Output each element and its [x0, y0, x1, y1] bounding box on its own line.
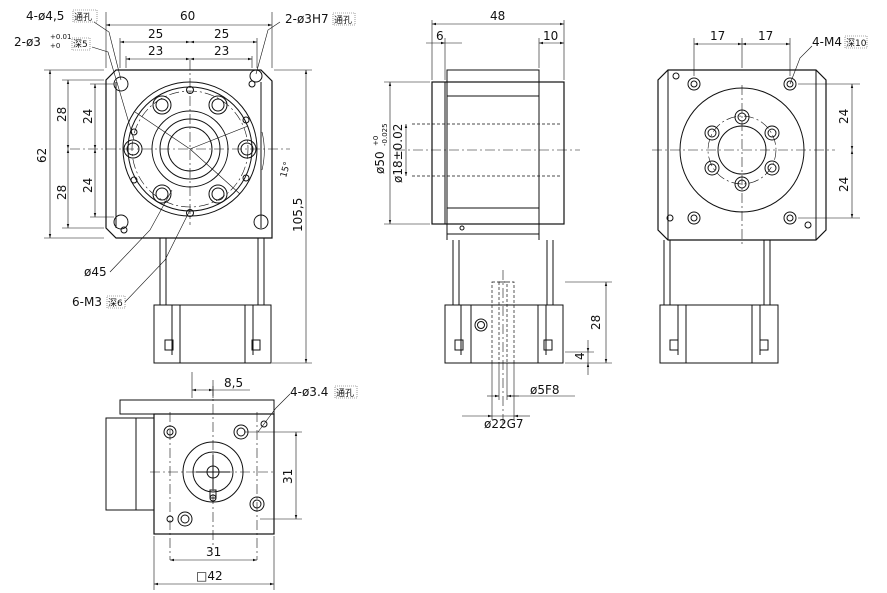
- callout-4-holes-suffix: 通孔: [74, 12, 92, 23]
- dim-dia-18: ø18±0.02: [391, 124, 405, 183]
- dim-24-rear-upper: 24: [837, 109, 851, 124]
- dim-dia-50-tol-bottom: -0.025: [381, 123, 389, 146]
- dim-28-upper: 28: [55, 107, 69, 122]
- callout-4-holes-3-4-suffix: 通孔: [336, 388, 354, 399]
- dim-48: 48: [490, 9, 505, 23]
- dim-60: 60: [180, 9, 195, 23]
- front-view-labels: 60 25 25 23 23 62 28 28 24 24 105,5 15° …: [14, 9, 356, 309]
- callout-pcd-45: ø45: [84, 265, 107, 279]
- dim-31-horizontal: 31: [206, 545, 221, 559]
- callout-m4-suffix: 深10: [846, 38, 867, 49]
- dim-25-left: 25: [148, 27, 163, 41]
- side-view-labels: 48 6 10 ø50 +0 -0.025 ø18±0.02 28 4 ø5F8…: [372, 9, 603, 431]
- dim-17-left: 17: [710, 29, 725, 43]
- dim-24-lower: 24: [81, 178, 95, 193]
- dim-6: 6: [436, 29, 444, 43]
- callout-pin-tol-bottom: +0: [50, 42, 60, 50]
- dim-25-right: 25: [214, 27, 229, 41]
- dim-dia-50-tol-top: +0: [372, 136, 380, 146]
- rear-view-labels: 17 17 4-M4 深10 24 24: [710, 29, 868, 192]
- callout-m3: 6-M3: [72, 295, 102, 309]
- dim-angle-15: 15°: [279, 161, 293, 179]
- dim-62: 62: [35, 148, 49, 163]
- rear-view: [652, 38, 860, 364]
- dim-31-vertical: 31: [281, 469, 295, 484]
- callout-m4: 4-M4: [812, 35, 842, 49]
- dim-28-shaft: 28: [589, 315, 603, 330]
- callout-pin: 2-ø3: [14, 35, 41, 49]
- dim-4: 4: [573, 352, 587, 360]
- dim-28-lower: 28: [55, 185, 69, 200]
- bottom-view: [105, 372, 302, 590]
- dim-17-right: 17: [758, 29, 773, 43]
- dim-10: 10: [543, 29, 558, 43]
- side-view: [384, 20, 612, 430]
- dim-dia-5f8: ø5F8: [530, 383, 560, 397]
- callout-h7-suffix: 通孔: [334, 15, 352, 26]
- dim-23-left: 23: [148, 44, 163, 58]
- dim-23-right: 23: [214, 44, 229, 58]
- callout-h7: 2-ø3H7: [285, 12, 329, 26]
- callout-pin-suffix: 深5: [73, 39, 88, 50]
- callout-m3-suffix: 深6: [108, 298, 123, 309]
- dim-square-42: □42: [196, 569, 223, 583]
- callout-4-holes-3-4: 4-ø3.4: [290, 385, 328, 399]
- dim-24-upper: 24: [81, 109, 95, 124]
- callout-pin-tol-top: +0.01: [50, 33, 71, 41]
- dim-dia-50: ø50: [373, 151, 387, 174]
- dim-105-5: 105,5: [291, 198, 305, 232]
- callout-4-holes: 4-ø4,5: [26, 9, 64, 23]
- dim-8-5: 8,5: [224, 376, 243, 390]
- front-view: [44, 12, 312, 364]
- dim-dia-22g7: ø22G7: [484, 417, 524, 431]
- bottom-view-labels: 8,5 4-ø3.4 通孔 31 31 □42: [196, 376, 358, 583]
- dim-24-rear-lower: 24: [837, 177, 851, 192]
